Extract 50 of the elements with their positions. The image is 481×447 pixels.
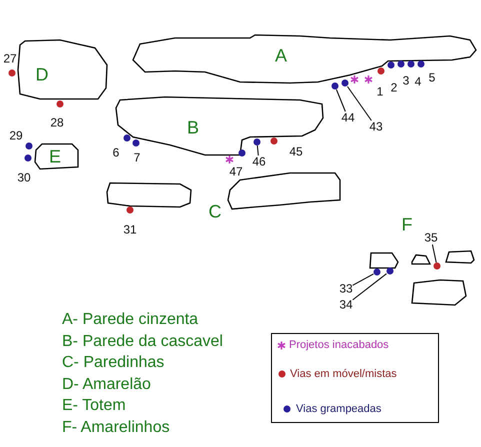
leader-line xyxy=(346,86,372,121)
route-number: 6 xyxy=(112,146,120,160)
legend-label: Vias grampeadas xyxy=(296,403,382,415)
rock-outline xyxy=(17,39,108,100)
route-number: 4 xyxy=(414,76,422,88)
route-dot xyxy=(332,82,338,90)
route-number: 44 xyxy=(341,112,355,124)
key-text: E- Totem xyxy=(62,397,126,416)
leader-line xyxy=(352,273,387,300)
route-number: 29 xyxy=(9,130,23,142)
wall-letter: C xyxy=(208,202,222,222)
wall-letter: E xyxy=(49,148,61,166)
route-number: 33 xyxy=(339,282,353,296)
wall-letter: F xyxy=(402,216,412,234)
key-text: F- Amarelinhos xyxy=(62,419,170,437)
route-number: 5 xyxy=(428,72,436,84)
route-number: 2 xyxy=(390,82,398,94)
route-number: 7 xyxy=(134,152,140,164)
route-number: 34 xyxy=(339,298,353,312)
route-dot xyxy=(342,80,348,86)
legend-label: Vias em móvel/mistas xyxy=(290,368,397,380)
route-number: 35 xyxy=(424,232,438,244)
route-dot xyxy=(434,262,440,270)
leader-line xyxy=(336,89,346,112)
route-number: 28 xyxy=(50,116,64,130)
leader-line xyxy=(352,273,374,286)
route-number: 27 xyxy=(3,52,17,66)
key-text: D- Amarelão xyxy=(62,376,151,394)
route-dot xyxy=(386,268,394,274)
key-text: B- Parede da cascavel xyxy=(62,332,223,351)
leader-line xyxy=(432,244,437,263)
legend-label: Projetos inacabados xyxy=(289,339,389,351)
route-dot xyxy=(374,268,380,276)
route-number: 3 xyxy=(402,74,410,88)
route-number: 47 xyxy=(229,166,243,178)
route-number: 31 xyxy=(123,224,137,236)
wall-letter: A xyxy=(275,46,287,66)
route-dot xyxy=(254,138,260,146)
wall-letter: D xyxy=(36,66,48,84)
route-number: 1 xyxy=(376,86,384,98)
route-number: 43 xyxy=(369,120,383,134)
leader-line xyxy=(256,145,259,156)
rock-outline xyxy=(34,143,79,170)
route-number: 45 xyxy=(289,146,303,158)
rock-outline xyxy=(132,34,478,85)
key-text: C- Paredinhas xyxy=(62,354,164,372)
route-number: 30 xyxy=(17,172,31,184)
route-number: 46 xyxy=(252,156,266,168)
wall-letter: B xyxy=(187,118,199,138)
key-text: A- Parede cinzenta xyxy=(62,311,198,329)
